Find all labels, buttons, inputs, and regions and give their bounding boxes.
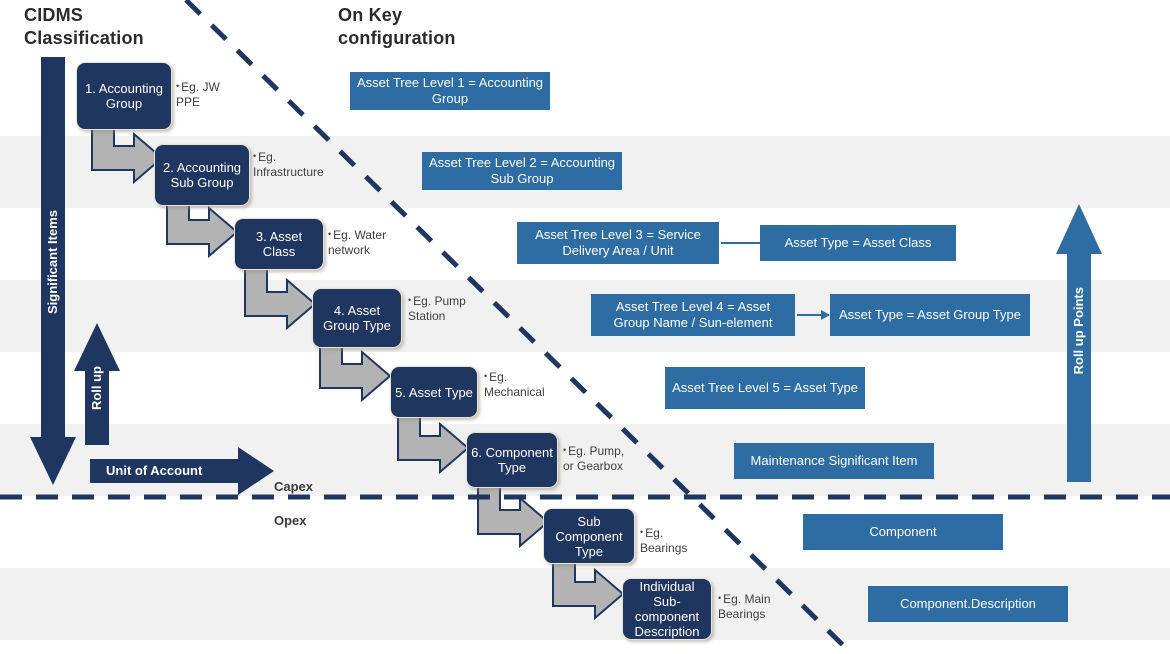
- config-box-component[interactable]: Component: [803, 514, 1003, 550]
- connector-level4-to-asset-type: [797, 310, 830, 320]
- roll-up-label: Roll up: [89, 366, 104, 411]
- roll-up-points-label: Roll up Points: [1071, 287, 1086, 375]
- process-box-accounting-group[interactable]: 1. Accounting Group: [76, 62, 172, 130]
- process-box-asset-class[interactable]: 3. Asset Class: [234, 218, 324, 270]
- eg-label-accounting-group: Eg. JW PPE: [176, 80, 228, 109]
- elbow-arrow-5-to-6: [397, 409, 470, 476]
- config-box-asset-tree-level-2[interactable]: Asset Tree Level 2 = Accounting Sub Grou…: [422, 152, 622, 190]
- elbow-arrow-sub-to-individual: [552, 555, 625, 622]
- eg-label-component-type: Eg. Pump, or Gearbox: [563, 444, 627, 473]
- unit-of-account-label: Unit of Account: [106, 463, 203, 478]
- process-box-sub-component-type[interactable]: Sub Component Type: [543, 508, 635, 564]
- config-box-asset-tree-level-3[interactable]: Asset Tree Level 3 = Service Delivery Ar…: [517, 222, 719, 264]
- roll-up-points-arrow: [1056, 204, 1102, 482]
- config-box-asset-tree-level-5[interactable]: Asset Tree Level 5 = Asset Type: [665, 367, 865, 409]
- process-box-asset-type[interactable]: 5. Asset Type: [390, 366, 478, 418]
- process-box-asset-group-type[interactable]: 4. Asset Group Type: [312, 288, 402, 348]
- roll-up-arrow: [74, 323, 120, 445]
- elbow-arrow-3-to-4: [244, 265, 317, 332]
- eg-label-asset-group-type: Eg. Pump Station: [408, 294, 468, 323]
- eg-label-individual-sub-component-description: Eg. Main Bearings: [718, 592, 782, 621]
- eg-label-asset-type: Eg. Mechanical: [484, 370, 545, 399]
- config-box-asset-type-asset-class[interactable]: Asset Type = Asset Class: [760, 225, 956, 261]
- eg-label-sub-component-type: Eg. Bearings: [640, 526, 702, 555]
- process-box-accounting-sub-group[interactable]: 2. Accounting Sub Group: [154, 144, 250, 206]
- eg-label-asset-class: Eg. Water network: [328, 228, 394, 257]
- process-box-component-type[interactable]: 6. Component Type: [466, 432, 558, 488]
- config-box-component-description[interactable]: Component.Description: [868, 586, 1068, 622]
- elbow-arrow-6-to-sub: [477, 483, 550, 550]
- config-box-maintenance-significant-item[interactable]: Maintenance Significant Item: [734, 443, 934, 479]
- config-box-asset-tree-level-4[interactable]: Asset Tree Level 4 = Asset Group Name / …: [591, 294, 795, 336]
- significant-items-label: Significant Items: [45, 210, 60, 315]
- process-box-individual-sub-component-description[interactable]: Individual Sub-component Description: [622, 578, 712, 640]
- elbow-arrow-1-to-2: [91, 119, 164, 186]
- heading-cidms-classification: CIDMS Classification: [24, 5, 144, 48]
- opex-label: Opex: [274, 513, 307, 528]
- config-box-asset-type-asset-group-type[interactable]: Asset Type = Asset Group Type: [830, 294, 1030, 336]
- heading-on-key-configuration: On Key configuration: [338, 5, 456, 48]
- significant-items-arrow: [30, 57, 76, 485]
- config-box-asset-tree-level-1[interactable]: Asset Tree Level 1 = Accounting Group: [350, 72, 550, 110]
- capex-label: Capex: [274, 479, 314, 494]
- eg-label-accounting-sub-group: Eg. Infrastructure: [253, 150, 324, 179]
